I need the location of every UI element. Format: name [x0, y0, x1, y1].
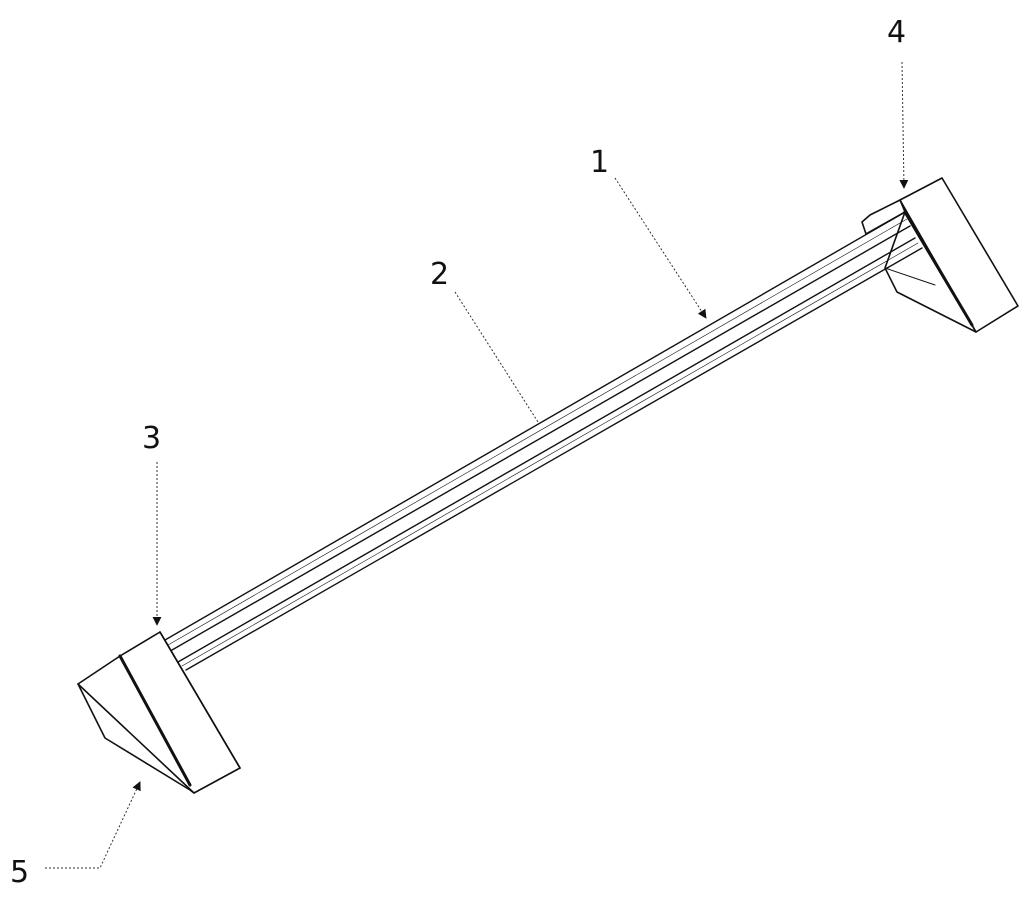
leader-4: [899, 61, 909, 189]
leader-2: [454, 291, 539, 423]
callout-5-label: 5: [10, 855, 29, 890]
callout-3-label: 3: [142, 421, 161, 456]
right-end-block: [861, 177, 1019, 333]
callout-labels: 1 2 3 4 5: [10, 15, 906, 890]
callout-2-label: 2: [430, 257, 449, 292]
callout-4-label: 4: [887, 15, 906, 50]
left-end-block: [77, 631, 241, 794]
upper-bar: [164, 211, 911, 651]
rail-assembly: [164, 211, 923, 671]
lower-bar: [177, 237, 923, 671]
leader-1: [614, 177, 707, 319]
leader-5: [45, 781, 141, 869]
callout-1-label: 1: [590, 145, 609, 180]
leader-lines: [45, 61, 909, 869]
